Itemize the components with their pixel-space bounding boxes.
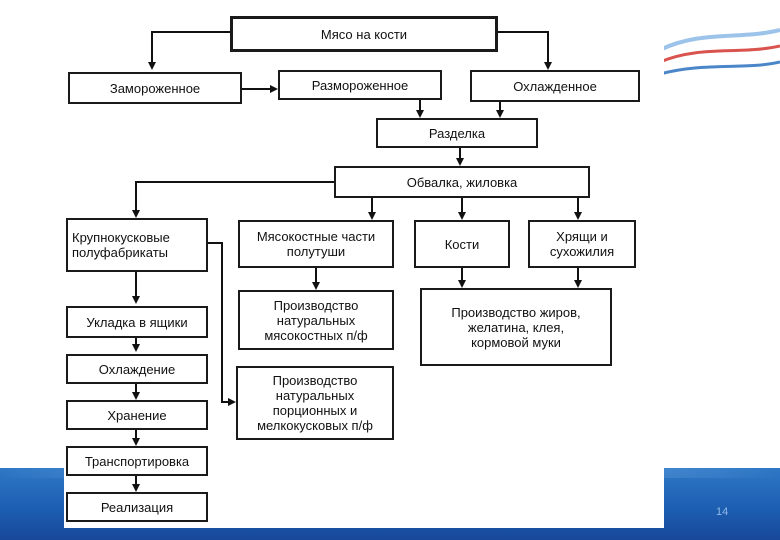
bone-parts-label: Мясокостные части полутуши xyxy=(256,229,376,259)
frozen-box: Замороженное xyxy=(68,72,242,104)
transport-box: Транспортировка xyxy=(66,446,208,476)
cooling-label: Охлаждение xyxy=(98,361,176,377)
cooling-box: Охлаждение xyxy=(66,354,208,384)
deboning-label: Обвалка, жиловка xyxy=(406,174,518,190)
sale-label: Реализация xyxy=(100,499,174,515)
chilled-box: Охлажденное xyxy=(470,70,640,102)
frozen-label: Замороженное xyxy=(109,80,201,96)
prod-bone-pf-label: Производство натуральных мясокостных п/ф xyxy=(264,297,368,343)
bone-parts-box: Мясокостные части полутуши xyxy=(238,220,394,268)
page-number: 14 xyxy=(716,506,729,518)
packing-box: Укладка в ящики xyxy=(66,306,208,338)
root-label: Мясо на кости xyxy=(320,26,408,42)
prod-bone-pf-box: Производство натуральных мясокостных п/ф xyxy=(238,290,394,350)
bones-box: Кости xyxy=(414,220,510,268)
root-box: Мясо на кости xyxy=(230,16,498,52)
prod-fats-box: Производство жиров, желатина, клея, корм… xyxy=(420,288,612,366)
prod-portion-pf-label: Производство натуральных порционных и ме… xyxy=(257,373,373,433)
prod-portion-pf-box: Производство натуральных порционных и ме… xyxy=(236,366,394,440)
cutting-label: Разделка xyxy=(428,125,486,141)
storage-label: Хранение xyxy=(107,407,167,423)
sale-box: Реализация xyxy=(66,492,208,522)
deboning-box: Обвалка, жиловка xyxy=(334,166,590,198)
transport-label: Транспортировка xyxy=(84,453,190,469)
prod-fats-label: Производство жиров, желатина, клея, корм… xyxy=(451,304,581,350)
packing-label: Укладка в ящики xyxy=(86,314,188,330)
thawed-box: Размороженное xyxy=(278,70,442,100)
thawed-label: Размороженное xyxy=(311,77,409,93)
storage-box: Хранение xyxy=(66,400,208,430)
cartilage-box: Хрящи и сухожилия xyxy=(528,220,636,268)
large-pieces-label: Крупнокусковые полуфабрикаты xyxy=(72,230,170,260)
large-pieces-box: Крупнокусковые полуфабрикаты xyxy=(66,218,208,272)
bones-label: Кости xyxy=(444,236,480,252)
cutting-box: Разделка xyxy=(376,118,538,148)
chilled-label: Охлажденное xyxy=(513,78,597,94)
cartilage-label: Хрящи и сухожилия xyxy=(549,229,615,259)
